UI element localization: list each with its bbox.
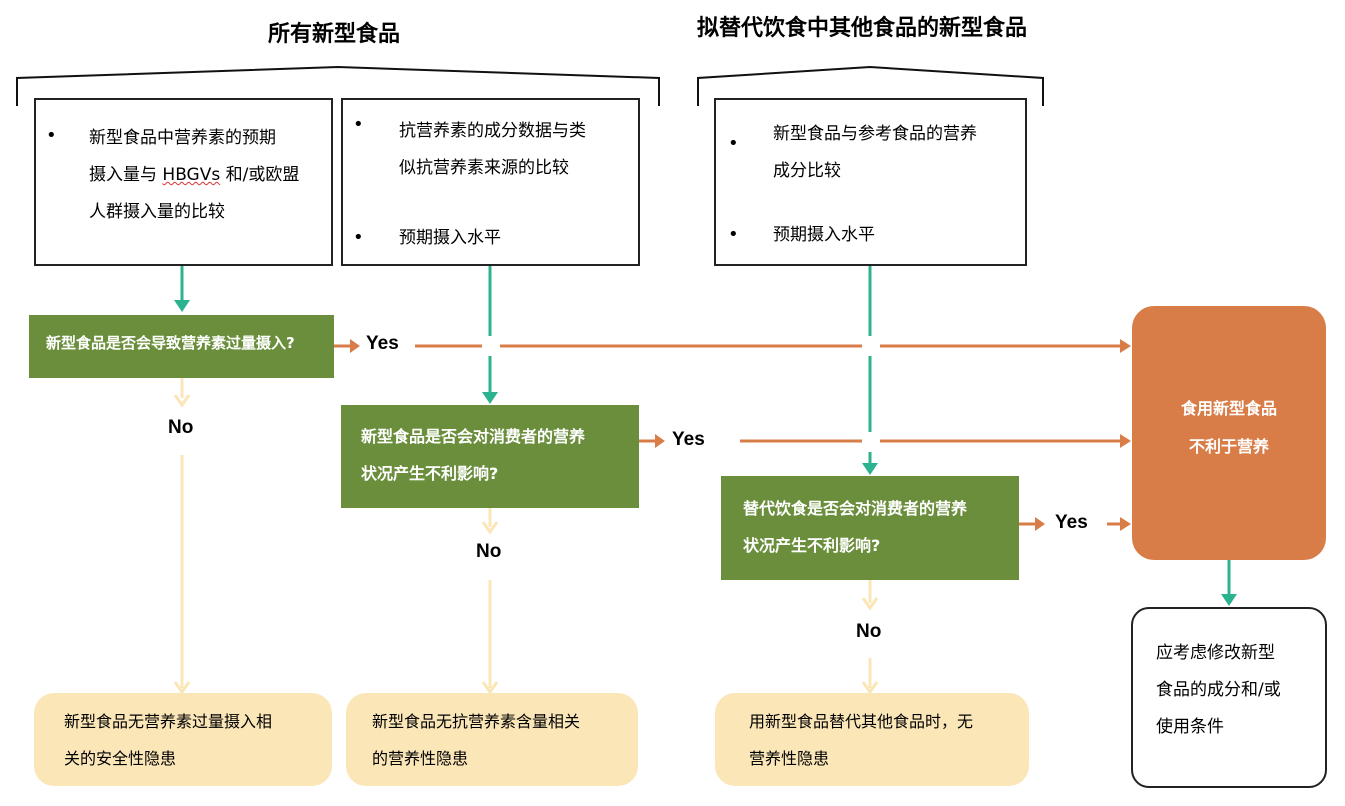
- advice-box-modify-composition: 应考虑修改新型 食品的成分和/或 使用条件: [1131, 607, 1327, 788]
- input-text: 新型食品中营养素的预期 摄入量与 HBGVs 和/或欧盟 人群摄入量的比较: [89, 128, 300, 222]
- header-replacement-foods: 拟替代饮食中其他食品的新型食品: [697, 16, 1028, 41]
- outcome-text: 用新型食品替代其他食品时，无 营养性隐患: [749, 712, 974, 768]
- question-text: 新型食品是否会导致营养素过量摄入?: [46, 334, 295, 352]
- no-label-1: No: [168, 417, 194, 438]
- question-adverse-effect-replacement-diet: 替代饮食是否会对消费者的营养 状况产生不利影响?: [721, 476, 1019, 580]
- question-text: 替代饮食是否会对消费者的营养 状况产生不利影响?: [743, 499, 968, 555]
- header-all-novel-foods: 所有新型食品: [268, 22, 401, 47]
- bullet-icon: •: [728, 224, 739, 245]
- bullet-icon: •: [353, 114, 364, 135]
- question-excess-intake: 新型食品是否会导致营养素过量摄入?: [29, 315, 334, 378]
- input-text: 预期摄入水平: [399, 228, 501, 248]
- no-label-2: No: [476, 541, 502, 562]
- hbgvs-term: HBGVs: [162, 165, 221, 185]
- input-box-antinutrient: • 抗营养素的成分数据与类 似抗营养素来源的比较 • 预期摄入水平: [341, 98, 640, 266]
- yes-arrow-2: [639, 434, 1131, 448]
- input-box-nutrient-intake: • 新型食品中营养素的预期 摄入量与 HBGVs 和/或欧盟 人群摄入量的比较: [34, 98, 333, 266]
- no-arrow-3: [861, 580, 879, 695]
- outcome-text: 新型食品无抗营养素含量相关 的营养性隐患: [372, 712, 581, 768]
- outcome-no-replacement-concern: 用新型食品替代其他食品时，无 营养性隐患: [715, 693, 1029, 786]
- yes-label-3: Yes: [1055, 512, 1088, 533]
- flow-arrow-harm-to-advice: [1221, 560, 1237, 606]
- bullet-icon: •: [728, 133, 739, 154]
- harm-text-line: 不利于营养: [1188, 437, 1269, 456]
- outcome-text: 新型食品无营养素过量摄入相 关的安全性隐患: [64, 712, 273, 768]
- question-text: 新型食品是否会对消费者的营养 状况产生不利影响?: [361, 427, 586, 483]
- input-text: 抗营养素的成分数据与类 似抗营养素来源的比较: [399, 121, 586, 178]
- input-text: 新型食品与参考食品的营养 成分比较: [773, 124, 977, 181]
- question-adverse-effect-novel-food: 新型食品是否会对消费者的营养 状况产生不利影响?: [341, 405, 639, 508]
- advice-text: 应考虑修改新型 食品的成分和/或 使用条件: [1156, 643, 1281, 737]
- input-box-reference-comparison: • 新型食品与参考食品的营养 成分比较 • 预期摄入水平: [714, 98, 1027, 266]
- outcome-no-excess-intake-concern: 新型食品无营养素过量摄入相 关的安全性隐患: [34, 693, 332, 786]
- bullet-icon: •: [353, 227, 364, 248]
- brace-replacement-foods: [697, 65, 1044, 106]
- outcome-nutritionally-disadvantageous: 食用新型食品 不利于营养: [1132, 306, 1326, 560]
- flow-arrow-2: [482, 266, 498, 404]
- bullet-icon: •: [46, 125, 57, 146]
- no-arrow-1: [173, 378, 191, 695]
- yes-arrow-3: [1019, 517, 1131, 531]
- harm-text-line: 食用新型食品: [1180, 399, 1277, 418]
- yes-arrow-1: [334, 339, 1131, 353]
- brace-all-novel-foods: [16, 65, 660, 106]
- flow-arrow-3: [862, 266, 878, 475]
- no-arrow-2: [481, 507, 499, 695]
- flow-arrow-1: [174, 266, 190, 312]
- yes-label-2: Yes: [672, 429, 705, 450]
- no-label-3: No: [856, 621, 882, 642]
- input-text: 预期摄入水平: [773, 225, 875, 245]
- yes-label-1: Yes: [366, 333, 399, 354]
- outcome-no-antinutrient-concern: 新型食品无抗营养素含量相关 的营养性隐患: [346, 693, 638, 786]
